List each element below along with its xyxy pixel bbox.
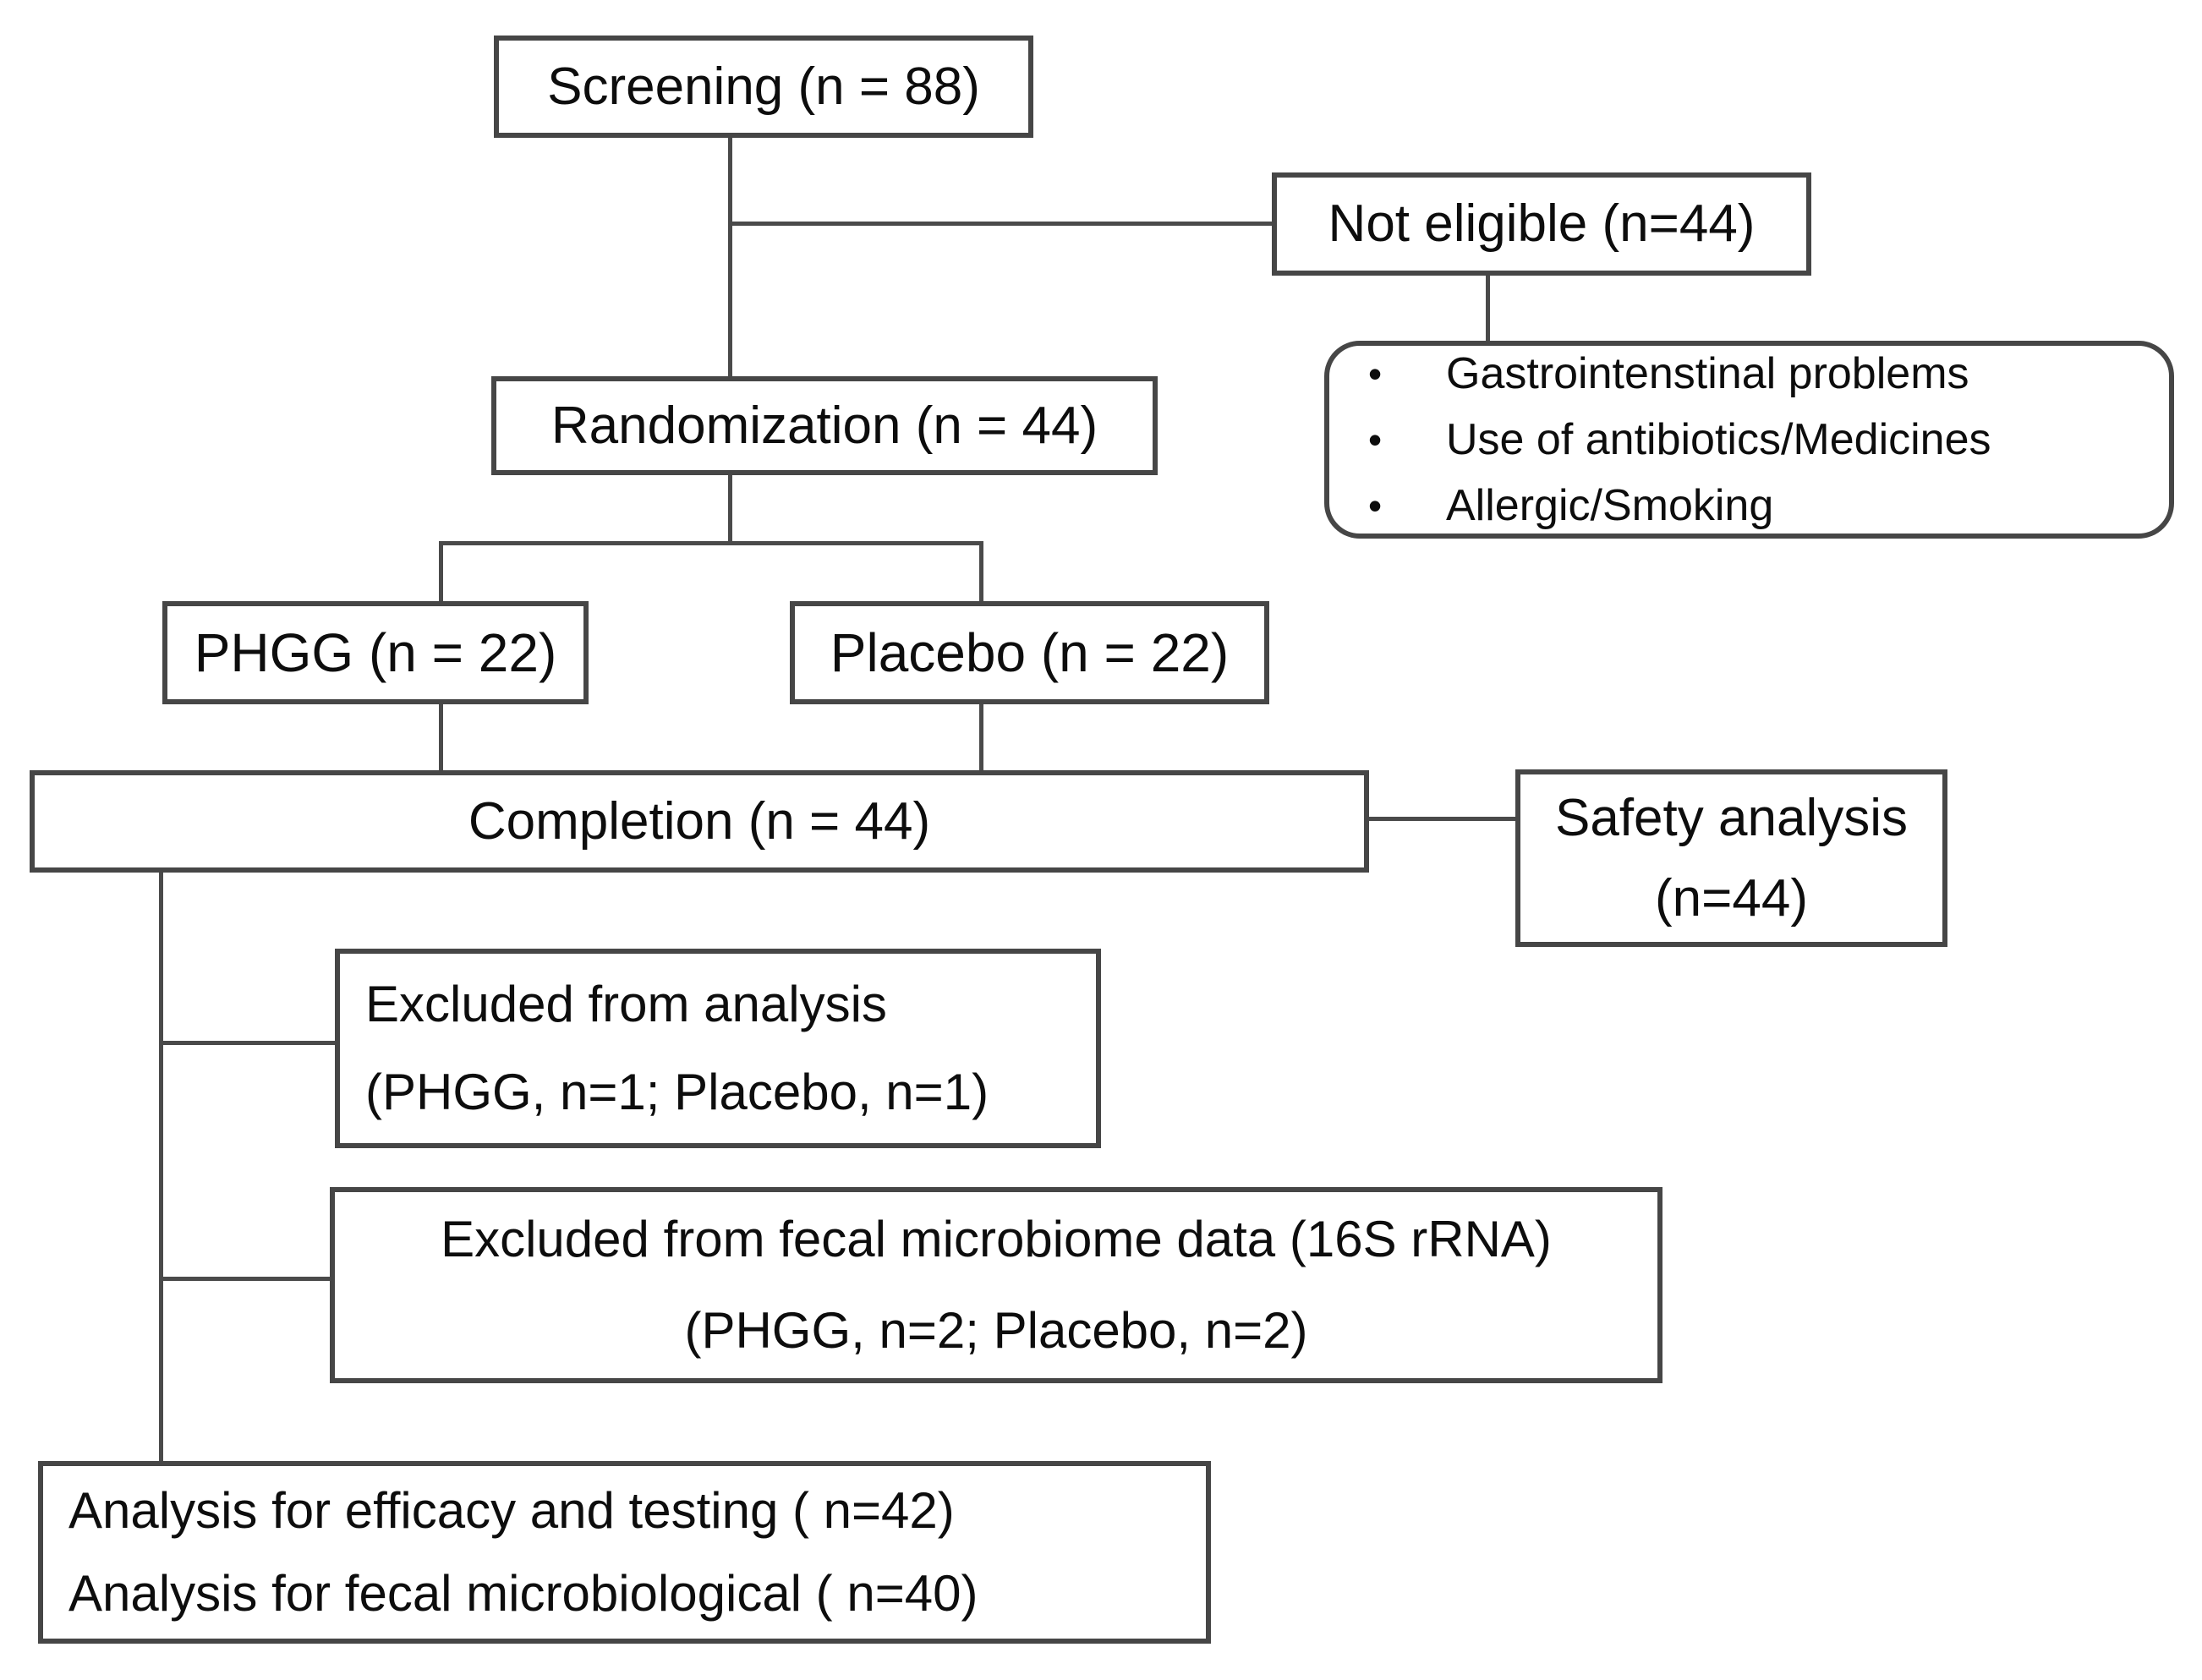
connector-split-to-placebo — [979, 541, 983, 601]
final-analysis-box: Analysis for efficacy and testing ( n=42… — [38, 1461, 1211, 1644]
randomization-label: Randomization (n = 44) — [550, 396, 1098, 455]
final-analysis-line1: Analysis for efficacy and testing ( n=42… — [68, 1482, 955, 1539]
list-item: Use of antibiotics/Medicines — [1329, 407, 2169, 473]
safety-analysis-box: Safety analysis (n=44) — [1515, 769, 1947, 947]
connector-phgg-to-completion — [439, 704, 443, 770]
safety-analysis-line1: Safety analysis — [1555, 789, 1908, 847]
completion-label: Completion (n = 44) — [468, 791, 931, 851]
not-eligible-box: Not eligible (n=44) — [1272, 172, 1811, 276]
connector-randomization-down — [728, 475, 732, 545]
not-eligible-label: Not eligible (n=44) — [1328, 194, 1756, 254]
placebo-label: Placebo (n = 22) — [830, 622, 1230, 683]
excluded-analysis-line1: Excluded from analysis — [365, 976, 887, 1032]
connector-split-to-phgg — [439, 541, 443, 601]
excluded-fecal-line1: Excluded from fecal microbiome data (16S… — [441, 1211, 1552, 1267]
screening-box: Screening (n = 88) — [494, 36, 1033, 138]
connector-screening-to-randomization — [728, 138, 732, 376]
connector-completion-to-safety — [1369, 817, 1515, 821]
final-analysis-line2: Analysis for fecal microbiological ( n=4… — [68, 1565, 978, 1622]
placebo-arm-box: Placebo (n = 22) — [790, 601, 1269, 704]
safety-analysis-line2: (n=44) — [1655, 869, 1808, 928]
list-item: Allergic/Smoking — [1329, 473, 2169, 539]
connector-to-not-eligible — [728, 222, 1272, 226]
connector-placebo-to-completion — [979, 704, 983, 770]
excluded-fecal-line2: (PHGG, n=2; Placebo, n=2) — [684, 1302, 1308, 1359]
connector-to-excluded-analysis — [159, 1041, 335, 1045]
excluded-from-fecal-microbiome-box: Excluded from fecal microbiome data (16S… — [330, 1187, 1662, 1383]
connector-to-excluded-fecal — [159, 1277, 330, 1281]
connector-split-horizontal — [439, 541, 983, 545]
phgg-arm-box: PHGG (n = 22) — [162, 601, 589, 704]
randomization-box: Randomization (n = 44) — [491, 376, 1158, 475]
list-item: Gastrointenstinal problems — [1329, 341, 2169, 407]
excluded-analysis-line2: (PHGG, n=1; Placebo, n=1) — [365, 1064, 989, 1120]
excluded-from-analysis-box: Excluded from analysis (PHGG, n=1; Place… — [335, 949, 1101, 1148]
exclusion-reasons-list: Gastrointenstinal problems Use of antibi… — [1329, 341, 2169, 539]
connector-not-eligible-to-reasons — [1486, 276, 1490, 341]
connector-completion-to-final — [159, 873, 163, 1464]
completion-box: Completion (n = 44) — [30, 770, 1369, 873]
screening-label: Screening (n = 88) — [547, 57, 980, 116]
phgg-label: PHGG (n = 22) — [194, 622, 557, 683]
exclusion-reasons-box: Gastrointenstinal problems Use of antibi… — [1324, 341, 2174, 539]
